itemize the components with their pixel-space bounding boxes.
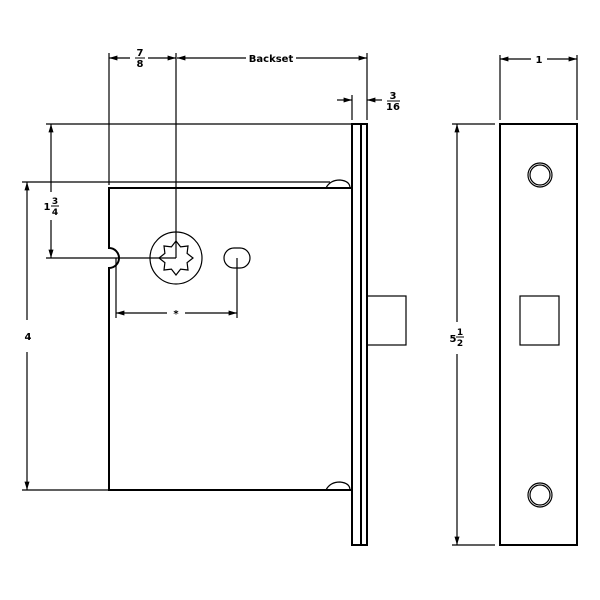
dim-5-1-2-num: 1 xyxy=(457,328,463,338)
dim-1-3-4-den: 4 xyxy=(52,208,58,218)
faceplate-inner xyxy=(351,123,362,546)
screw-head-bottom xyxy=(325,481,351,491)
dim-3-16-den: 16 xyxy=(386,102,400,113)
dim-5-1-2-den: 2 xyxy=(457,339,463,349)
dimension-lines xyxy=(24,55,577,545)
dim-1-3-4-num: 3 xyxy=(52,197,58,207)
screw-hole-bottom xyxy=(527,482,553,508)
bolt-opening xyxy=(519,295,560,346)
faceplate-outer xyxy=(360,123,368,546)
screw-head-top xyxy=(325,179,351,189)
dim-7-8-den: 8 xyxy=(137,59,144,70)
screw-hole-bottom-inner xyxy=(529,484,551,506)
dim-3-16-num: 3 xyxy=(390,91,397,102)
latch-bolt xyxy=(366,295,407,346)
dim-1-label: 1 xyxy=(536,55,543,66)
dim-backset-label: Backset xyxy=(249,54,294,65)
screw-hole-top xyxy=(527,162,553,188)
dim-1-3-4-whole: 1 xyxy=(44,202,51,213)
spindle-star xyxy=(158,240,194,276)
dim-7-8-num: 7 xyxy=(137,48,144,59)
lock-case xyxy=(108,187,352,491)
front-plate xyxy=(499,123,578,546)
dim-5-1-2-whole: 5 xyxy=(450,334,457,345)
extension-lines xyxy=(22,53,578,546)
dim-4-label: 4 xyxy=(25,332,32,343)
dim-star-label: * xyxy=(173,309,179,320)
screw-hole-top-inner xyxy=(529,164,551,186)
